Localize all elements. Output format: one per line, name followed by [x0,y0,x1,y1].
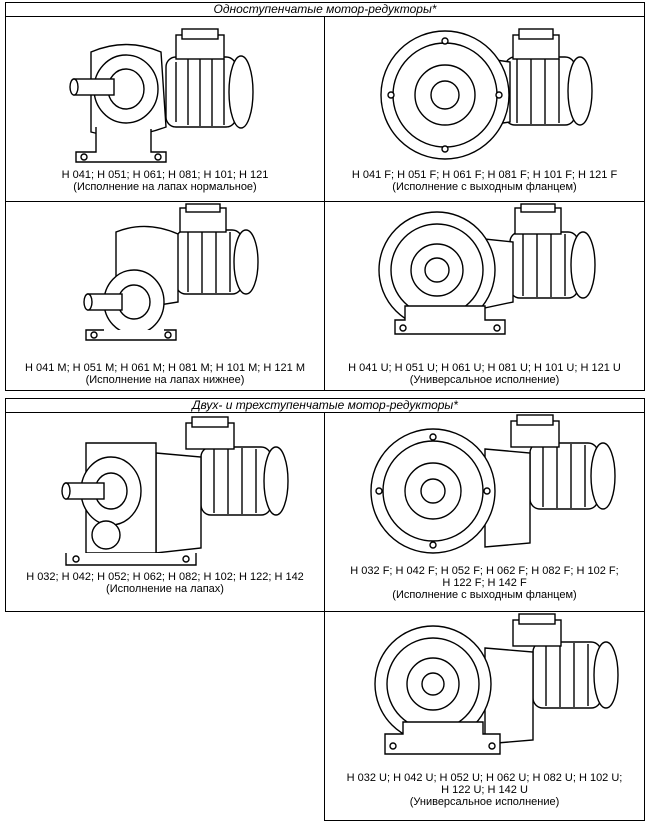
universal-gearmotor-icon [378,203,596,335]
caption-models: H 032 U; H 042 U; H 052 U; H 062 U; H 08… [346,772,623,784]
caption-models: H 032; H 042; H 052; H 062; H 082; H 102… [26,571,304,583]
multistage-universal-gearmotor-icon [374,613,619,755]
section-title-multi-stage: Двух- и трехступенчатые мотор-редукторы* [5,398,645,413]
product-cell-multi-flange: H 032 F; H 042 F; H 052 F; H 062 F; H 08… [324,412,645,612]
caption-models-cont: H 122 F; H 142 F [442,577,527,589]
product-cell-multi-foot: H 032; H 042; H 052; H 062; H 082; H 102… [5,412,325,612]
multistage-flange-gearmotor-icon [370,414,616,554]
caption-variant: (Исполнение на лапах нормальное) [73,181,257,193]
low-foot-gearmotor-icon [83,203,259,341]
product-cell-multi-universal: H 032 U; H 042 U; H 052 U; H 062 U; H 08… [324,611,645,821]
caption-models-cont: H 122 U; H 142 U [441,784,528,796]
caption-models: H 041; H 051; H 061; H 081; H 101; H 121 [61,169,269,181]
product-cell-foot-low: H 041 M; H 051 M; H 061 M; H 081 M; H 10… [5,201,325,391]
caption-multi-universal: H 032 U; H 042 U; H 052 U; H 062 U; H 08… [325,772,644,808]
caption-models: H 032 F; H 042 F; H 052 F; H 062 F; H 08… [350,565,619,577]
section-title-single-stage: Одноступенчатые мотор-редукторы* [5,2,645,17]
flange-gearmotor-icon [380,28,593,160]
caption-multi-flange: H 032 F; H 042 F; H 052 F; H 062 F; H 08… [325,565,644,601]
foot-mounted-gearmotor-icon [69,28,254,163]
caption-variant: (Исполнение с выходным фланцем) [392,181,577,193]
product-cell-foot-normal: H 041; H 051; H 061; H 081; H 101; H 121… [5,16,325,202]
caption-foot-low: H 041 M; H 051 M; H 061 M; H 081 M; H 10… [6,362,324,386]
caption-models: H 041 M; H 051 M; H 061 M; H 081 M; H 10… [25,362,305,374]
caption-variant: (Универсальное исполнение) [409,374,560,386]
multistage-foot-gearmotor-icon [61,416,289,566]
caption-variant: (Исполнение на лапах) [106,583,224,595]
product-cell-universal: H 041 U; H 051 U; H 061 U; H 081 U; H 10… [324,201,645,391]
caption-flange-output: H 041 F; H 051 F; H 061 F; H 081 F; H 10… [325,169,644,193]
caption-models: H 041 F; H 051 F; H 061 F; H 081 F; H 10… [351,169,618,181]
product-cell-flange-output: H 041 F; H 051 F; H 061 F; H 081 F; H 10… [324,16,645,202]
caption-variant: (Исполнение с выходным фланцем) [392,589,577,601]
caption-multi-foot: H 032; H 042; H 052; H 062; H 082; H 102… [6,571,324,595]
caption-models: H 041 U; H 051 U; H 061 U; H 081 U; H 10… [348,362,621,374]
caption-universal: H 041 U; H 051 U; H 061 U; H 081 U; H 10… [325,362,644,386]
caption-variant: (Универсальное исполнение) [409,796,560,808]
caption-foot-normal: H 041; H 051; H 061; H 081; H 101; H 121… [6,169,324,193]
caption-variant: (Исполнение на лапах нижнее) [85,374,245,386]
